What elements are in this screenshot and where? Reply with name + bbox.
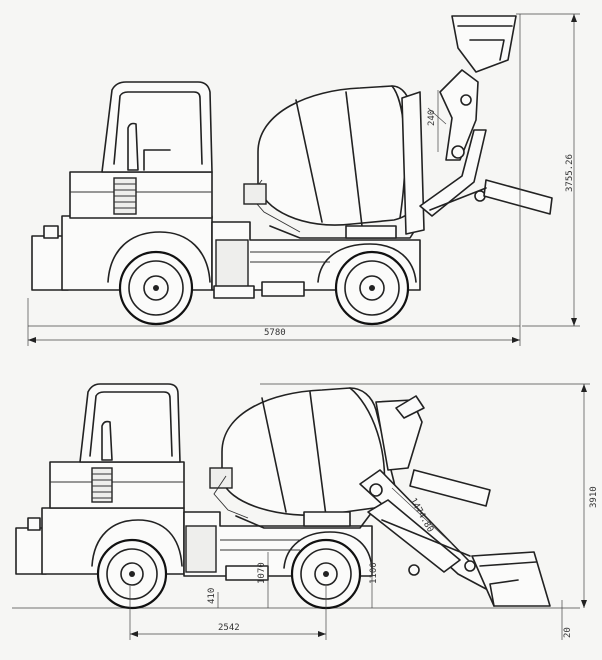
loader-arm bbox=[419, 69, 553, 217]
mixing-drum bbox=[243, 85, 425, 239]
rear-wheel bbox=[96, 538, 168, 610]
dim-frame-height: 1100 bbox=[369, 562, 379, 584]
bottom-view: 2542 3910 410 1070 1100 1474.80 20 bbox=[12, 383, 599, 640]
front-wheel bbox=[334, 250, 410, 326]
dim-overall-height: 3755.26 bbox=[565, 154, 575, 192]
bottom-dimensions bbox=[129, 383, 590, 640]
dim-overall-length: 5780 bbox=[264, 328, 286, 338]
loader-arm bbox=[359, 469, 497, 591]
radiator-grille bbox=[113, 177, 137, 215]
dim-height: 3910 bbox=[589, 486, 599, 508]
cab bbox=[101, 81, 213, 173]
engine-hood bbox=[69, 171, 213, 219]
exhaust-pipe bbox=[127, 122, 139, 171]
dim-bucket-offset: 240 bbox=[427, 110, 437, 126]
dim-axle-height: 1070 bbox=[257, 562, 267, 584]
dim-ground-clearance: 410 bbox=[207, 588, 217, 604]
rear-wheel bbox=[118, 250, 194, 326]
radiator-grille bbox=[91, 467, 113, 503]
exhaust-pipe bbox=[101, 420, 113, 461]
dim-wheelbase: 2542 bbox=[218, 623, 240, 633]
cab bbox=[79, 383, 181, 463]
loader-bucket bbox=[451, 15, 517, 73]
top-view: 5780 3755.26 240 bbox=[27, 13, 580, 346]
rear-counterweight bbox=[15, 527, 47, 575]
dim-bucket-depth: 20 bbox=[563, 627, 573, 638]
engine-hood bbox=[49, 461, 185, 509]
mixing-drum bbox=[209, 387, 491, 529]
top-dimensions bbox=[27, 13, 580, 346]
loader-bucket bbox=[471, 551, 551, 607]
